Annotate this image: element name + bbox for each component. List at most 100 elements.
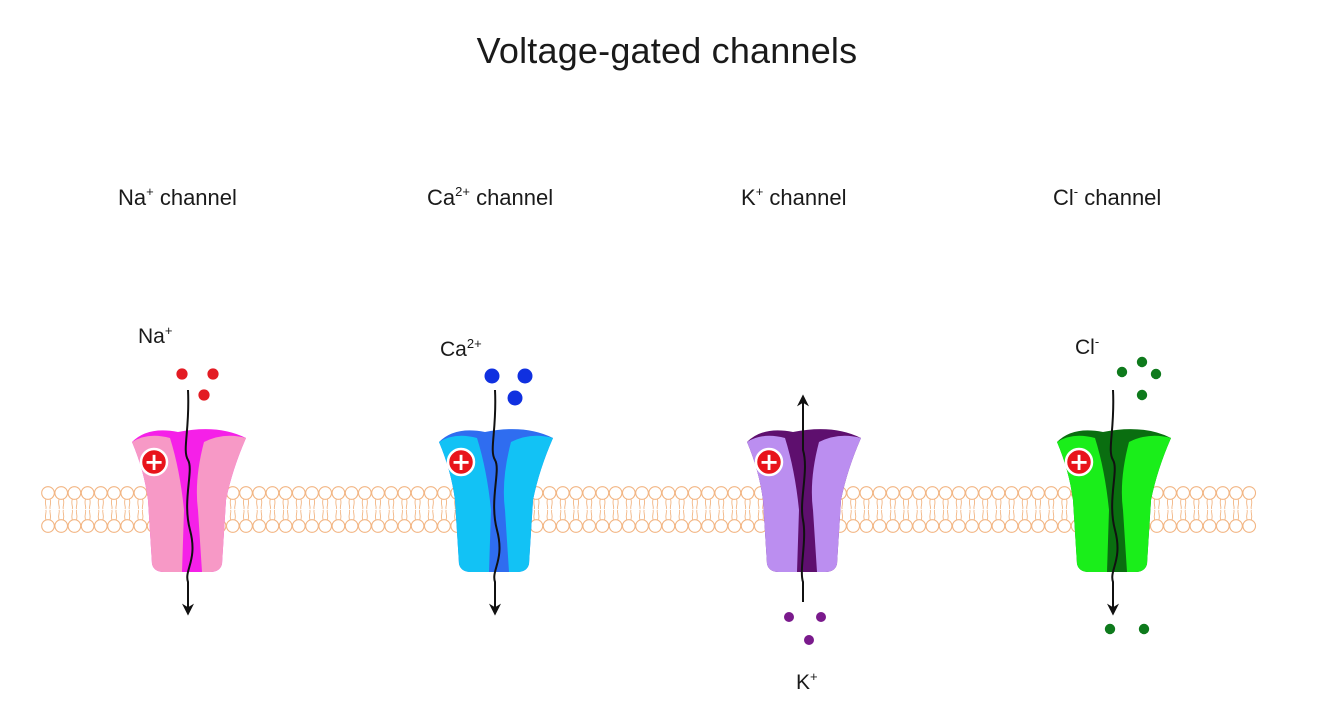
lipid-tail [731, 509, 733, 520]
lipid-head [331, 519, 346, 533]
lipid-tail [982, 499, 984, 510]
lipid-tail [1237, 499, 1240, 510]
lipid-tail [889, 509, 892, 520]
lipid-tail [1166, 499, 1169, 510]
lipid-head [661, 486, 676, 500]
lipid-head [714, 486, 729, 500]
lipid-head [1163, 519, 1177, 533]
lipid-tail [75, 509, 78, 520]
lipid-tail [1008, 499, 1011, 510]
lipid-tail [124, 509, 126, 520]
lipid-tail [1021, 499, 1024, 510]
lipid-tail [643, 509, 646, 520]
lipid-tail [229, 509, 232, 520]
lipid-tail [995, 499, 997, 510]
lipid-head [1044, 519, 1059, 533]
lipid-tail [335, 499, 337, 510]
lipid-tail [110, 499, 113, 510]
lipid-tail [881, 509, 883, 520]
lipid-head [925, 519, 940, 533]
channel-label-na: Na+ channel [118, 184, 237, 210]
lipid-tail [867, 499, 870, 510]
lipid-tail [62, 509, 65, 520]
ion-flow-arrow [489, 389, 501, 616]
lipid-tail [366, 499, 368, 510]
lipid-tail [982, 509, 984, 520]
lipid-tail [718, 509, 720, 520]
lipid-head [80, 519, 95, 533]
lipid-head [410, 486, 425, 500]
lipid-tail [401, 509, 403, 520]
lipid-tail [986, 509, 989, 520]
lipid-tail [234, 509, 236, 520]
lipid-tail [916, 509, 918, 520]
lipid-tail [731, 499, 733, 510]
lipid-tail [322, 499, 324, 510]
voltage-sensor-icon [1064, 447, 1094, 477]
lipid-tail [374, 509, 377, 520]
lipid-head [1202, 486, 1217, 500]
lipid-tail [683, 509, 685, 520]
lipid-head [529, 519, 544, 533]
lipid-tail [313, 509, 316, 520]
lipid-tail [691, 509, 694, 520]
lipid-head [1176, 486, 1191, 500]
lipid-head [41, 486, 55, 500]
lipid-tail [335, 509, 337, 520]
lipid-head [674, 519, 689, 533]
lipid-tail [1061, 509, 1063, 520]
lipid-tail [282, 509, 285, 520]
lipid-head [595, 486, 610, 500]
lipid-tail [551, 509, 553, 520]
lipid-head [305, 486, 319, 500]
lipid-head [397, 519, 412, 533]
lipid-tail [247, 499, 250, 510]
lipid-tail [326, 499, 329, 510]
lipid-tail [1166, 509, 1169, 520]
ion-particle [1150, 368, 1162, 380]
lipid-tail [128, 509, 131, 520]
lipid-tail [1039, 499, 1042, 510]
lipid-tail [89, 499, 91, 510]
lipid-tail [445, 509, 448, 520]
lipid-tail [638, 509, 641, 520]
lipid-tail [269, 509, 271, 520]
lipid-tail [533, 509, 535, 520]
channels-layer: ++++ [132, 356, 1171, 645]
lipid-tail [564, 509, 566, 520]
channel-na: + [132, 368, 246, 616]
lipid-tail [907, 509, 910, 520]
lipid-tail [537, 509, 540, 520]
lipid-head [938, 486, 953, 500]
ion-particle [1136, 389, 1148, 401]
lipid-tail [665, 509, 667, 520]
lipid-tail [427, 509, 430, 520]
lipid-tail [850, 499, 852, 510]
ion-particle [1136, 356, 1148, 368]
lipid-tail [564, 499, 566, 510]
lipid-head [648, 486, 663, 500]
lipid-tail [678, 509, 681, 520]
lipid-tail [440, 499, 443, 510]
lipid-tail [1052, 509, 1055, 520]
lipid-tail [419, 509, 421, 520]
lipid-tail [889, 499, 892, 510]
voltage-sensor-icon [139, 447, 169, 477]
lipid-head [978, 486, 993, 500]
lipid-head [951, 519, 966, 533]
lipid-head [1149, 519, 1164, 533]
lipid-head [635, 519, 649, 533]
lipid-head [701, 519, 715, 533]
lipid-tail [273, 499, 276, 510]
lipid-tail [722, 509, 725, 520]
diagram-title: Voltage-gated channels [476, 30, 858, 71]
lipid-tail [749, 509, 751, 520]
lipid-tail [586, 499, 588, 510]
lipid-tail [141, 509, 144, 520]
lipid-tail [577, 499, 580, 510]
channel-label-k: K+ channel [741, 184, 847, 210]
lipid-tail [49, 499, 52, 510]
lipid-head [1189, 486, 1204, 500]
lipid-head [344, 519, 359, 533]
lipid-tail [300, 499, 302, 510]
